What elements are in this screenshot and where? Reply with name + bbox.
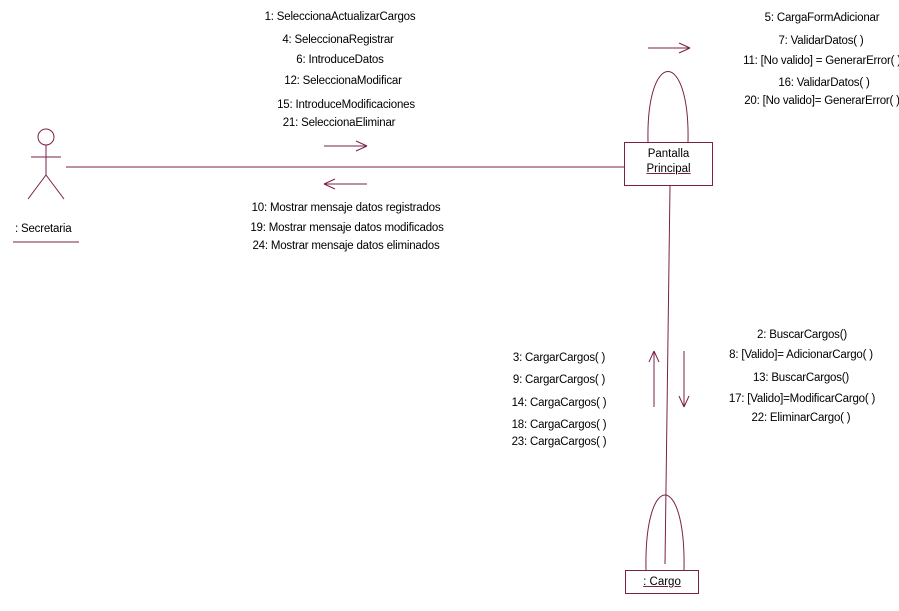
self-loop-pantalla — [647, 71, 689, 143]
message-label: 22: EliminarCargo( ) — [751, 412, 851, 424]
message-label: 15: IntroduceModificaciones — [277, 99, 415, 111]
message-label: 14: CargaCargos( ) — [511, 397, 607, 409]
message-label: 24: Mostrar mensaje datos eliminados — [252, 240, 440, 252]
message-label: 16: ValidarDatos( ) — [778, 77, 870, 89]
arrow-right-icon — [324, 140, 368, 152]
message-label: 12: SeleccionaModificar — [284, 75, 402, 87]
arrow-up-icon — [648, 350, 660, 407]
message-label: 6: IntroduceDatos — [296, 54, 384, 66]
message-label: 13: BuscarCargos() — [752, 372, 850, 384]
message-label: 7: ValidarDatos( ) — [778, 35, 864, 47]
message-label: 5: CargaFormAdicionar — [764, 12, 880, 24]
message-label: 18: CargaCargos( ) — [511, 419, 607, 431]
message-label: 9: CargarCargos( ) — [512, 374, 606, 386]
arrow-left-icon — [323, 178, 367, 190]
actor-label: : Secretaria — [15, 223, 72, 235]
message-label: 17: [Valido]=ModificarCargo( ) — [728, 393, 876, 405]
object-pantalla-line2: Principal — [646, 163, 691, 175]
message-label: 20: [No valido]= GenerarError( ) — [744, 95, 899, 107]
message-label: 10: Mostrar mensaje datos registrados — [251, 202, 441, 214]
message-label: 3: CargarCargos( ) — [512, 352, 606, 364]
object-cargo-label: : Cargo — [643, 576, 681, 588]
link-pantalla-cargo — [664, 185, 671, 565]
object-pantalla-principal[interactable]: Pantalla Principal — [624, 142, 713, 186]
message-label: 19: Mostrar mensaje datos modificados — [250, 222, 444, 234]
object-cargo[interactable]: : Cargo — [625, 570, 699, 594]
stick-figure-actor-icon — [27, 128, 65, 200]
self-loop-cargo — [645, 494, 685, 571]
message-label: 8: [Valido]= AdicionarCargo( ) — [729, 349, 873, 361]
arrow-down-icon — [678, 351, 690, 408]
message-label: 2: BuscarCargos() — [757, 329, 847, 341]
self-arrow-right-icon — [648, 42, 691, 54]
message-label: 11: [No valido] = GenerarError( ) — [743, 55, 899, 67]
message-label: 23: CargaCargos( ) — [511, 436, 607, 448]
message-label: 4: SeleccionaRegistrar — [282, 34, 394, 46]
message-label: 21: SeleccionaEliminar — [282, 117, 396, 129]
object-pantalla-line1: Pantalla — [647, 148, 690, 160]
message-label: 1: SeleccionaActualizarCargos — [264, 11, 416, 23]
